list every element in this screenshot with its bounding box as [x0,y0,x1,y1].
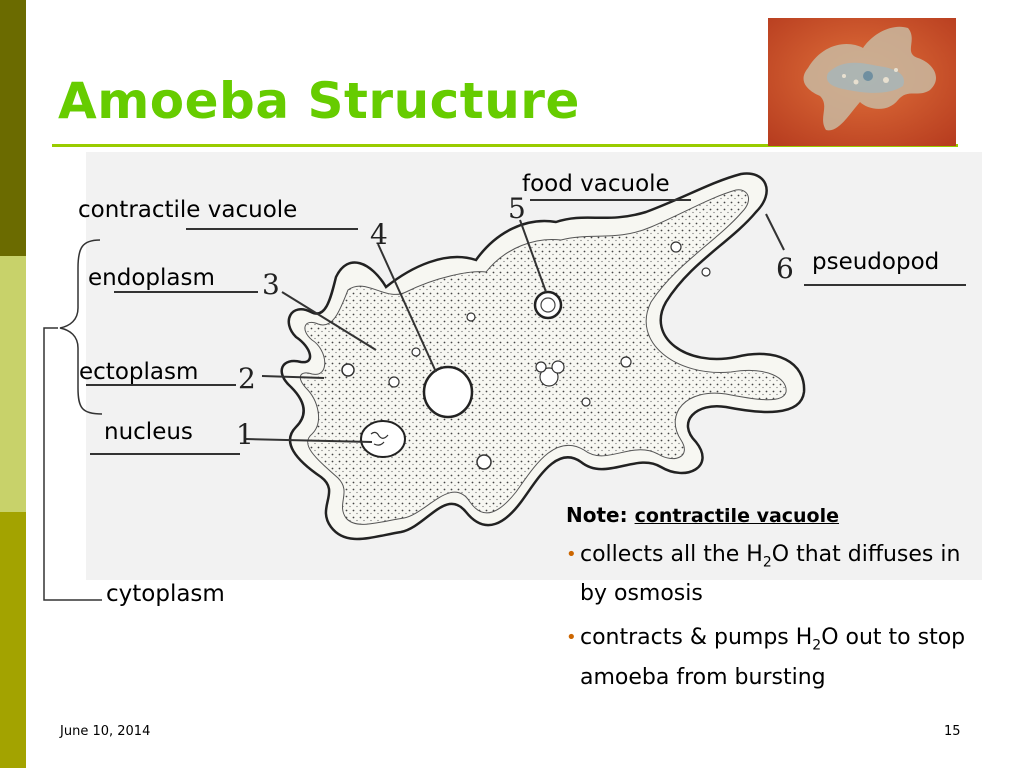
amoeba-diagram: 1 2 3 4 5 6 [86,152,982,580]
amoeba-body [280,172,806,541]
title-underline [52,144,958,147]
slide-title: Amoeba Structure [58,72,580,130]
bullet-icon: • [566,544,577,565]
label-cytoplasm: cytoplasm [106,581,225,607]
number-markers: 1 2 3 4 5 6 [236,192,794,451]
side-stripe-bottom [0,512,26,768]
note-subject: contractile vacuole [634,505,840,527]
label-contractile-vacuole: contractile vacuole [78,197,298,223]
label-food-vacuole: food vacuole [522,171,670,197]
marker-2: 2 [238,362,256,395]
note-box: Note: contractile vacuole • collects all… [566,503,986,694]
marker-1: 1 [236,418,254,451]
footer-date: June 10, 2014 [60,724,151,739]
label-nucleus: nucleus [104,419,193,445]
marker-4: 4 [370,218,388,251]
label-pseudopod: pseudopod [812,249,940,275]
page-number: 15 [944,724,961,739]
cytoplasm-brackets [43,239,103,601]
label-endoplasm: endoplasm [88,265,215,291]
note-bullet-2: • contracts & pumps H2O out to stop amoe… [566,622,986,693]
marker-5: 5 [508,192,526,225]
marker-3: 3 [262,268,280,301]
bullet-icon: • [566,627,577,649]
side-stripe-top [0,0,26,256]
leader-lines [86,199,966,455]
note-bullet-1: • collects all the H2O that diffuses in … [566,539,986,610]
side-stripe-middle [0,256,26,512]
note-heading: Note: contractile vacuole [566,503,840,527]
marker-6: 6 [776,252,794,285]
amoeba-photo [768,18,956,146]
label-ectoplasm: ectoplasm [79,359,199,385]
